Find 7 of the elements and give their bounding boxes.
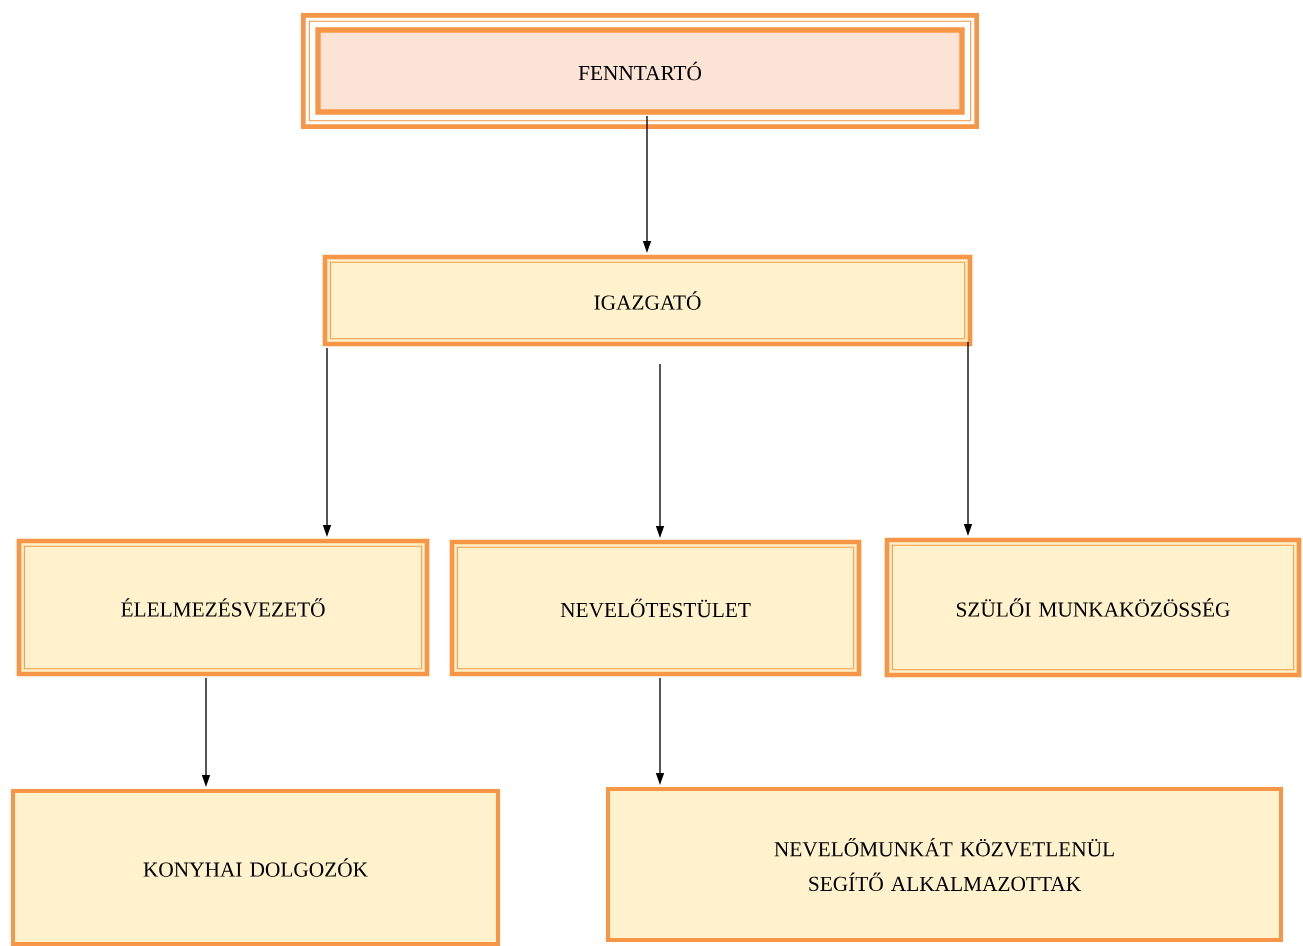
org-box: SZÜLŐI MUNKAKÖZÖSSÉG (884, 537, 1302, 678)
org-box: ÉLELMEZÉSVEZETŐ (16, 538, 430, 677)
org-box: FENNTARTÓ (301, 13, 979, 129)
org-box: NEVELŐTESTÜLET (449, 539, 862, 677)
org-box: IGAZGATÓ (322, 254, 973, 347)
org-box: KONYHAI DOLGOZÓK (11, 789, 500, 946)
org-box: NEVELŐMUNKÁT KÖZVETLENÜL SEGÍTŐ ALKALMAZOTTAK (606, 787, 1283, 942)
